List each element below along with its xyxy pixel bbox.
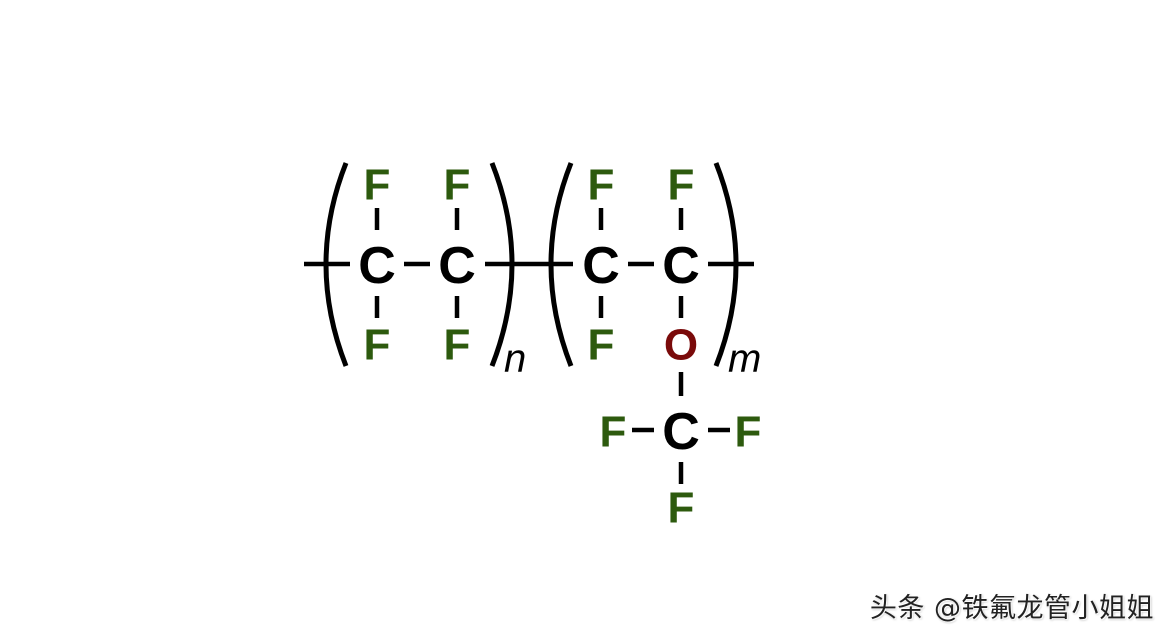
fluorine-atom: F xyxy=(364,161,391,210)
right-paren-unit-m xyxy=(713,162,739,367)
oxygen-atom: O xyxy=(664,321,698,370)
fluorine-atom: F xyxy=(588,161,615,210)
right-paren-unit-n xyxy=(489,162,515,367)
carbon-atom: C xyxy=(358,237,396,295)
carbon-atom: C xyxy=(662,237,700,295)
subscript-n: n xyxy=(504,337,526,381)
fluorine-atom: F xyxy=(444,161,471,210)
subscript-m: m xyxy=(728,337,761,381)
left-paren-unit-m xyxy=(548,162,574,367)
carbon-atom: C xyxy=(582,237,620,295)
fluorine-atom-side-left: F xyxy=(600,408,627,457)
left-paren-unit-n xyxy=(323,162,349,367)
atoms: C C F F F F C C F F F O C F F F xyxy=(358,161,761,533)
brackets xyxy=(323,162,739,367)
carbon-atom: C xyxy=(438,237,476,295)
fluorine-atom-side-bottom: F xyxy=(668,484,695,533)
subscripts: n m xyxy=(504,337,761,381)
carbon-atom-side-group: C xyxy=(662,403,700,461)
watermark-text: 头条 @铁氟龙管小姐姐 xyxy=(869,593,1154,624)
bonds xyxy=(304,208,754,484)
fluorine-atom: F xyxy=(588,321,615,370)
fluorine-atom: F xyxy=(444,321,471,370)
fluorine-atom: F xyxy=(364,321,391,370)
fluorine-atom-side-right: F xyxy=(735,408,762,457)
fluorine-atom: F xyxy=(668,161,695,210)
